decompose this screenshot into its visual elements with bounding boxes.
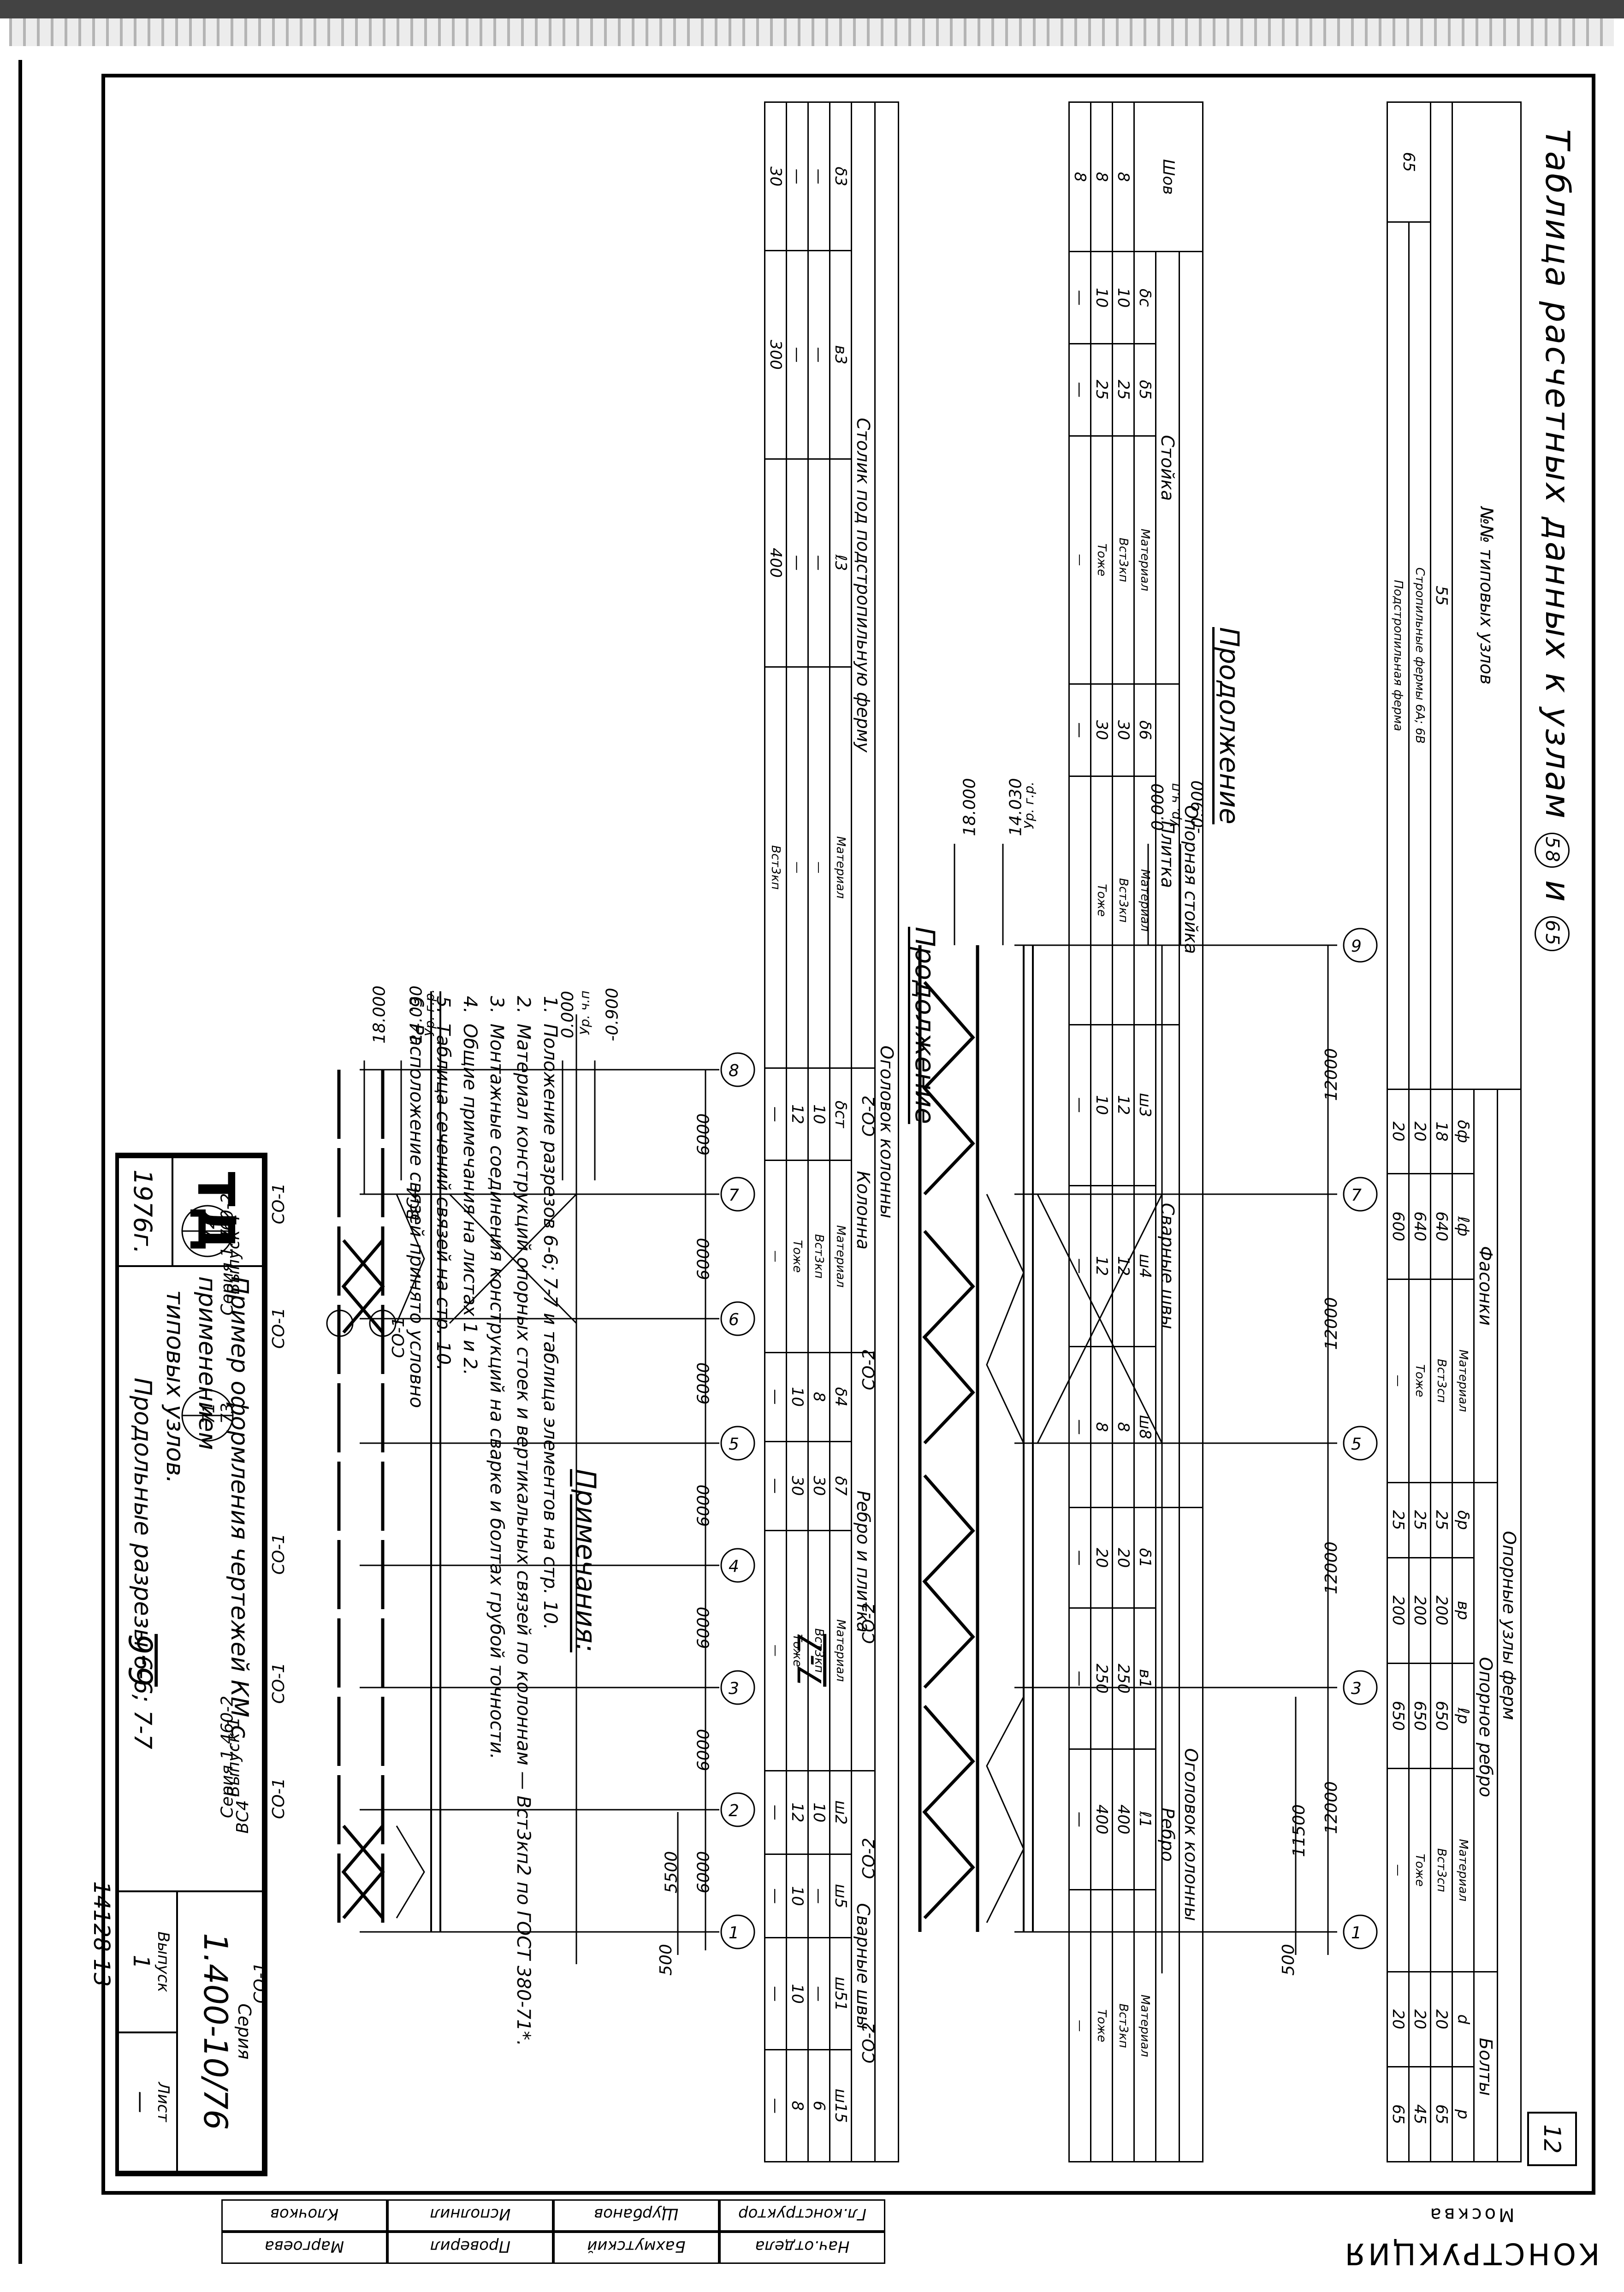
- scan-edge-noise: [9, 18, 1614, 46]
- span-dim: 6000: [694, 1238, 713, 1280]
- dim-11500: 11500: [1289, 1804, 1309, 1857]
- node-72: 72: [199, 1218, 219, 1240]
- axis-4: 4: [729, 1557, 739, 1576]
- label-co1: СО-1: [269, 1307, 289, 1349]
- section-77-title: 7-7: [791, 1634, 830, 1687]
- elev-0000-note: Ур. ч.п: [1167, 783, 1183, 828]
- scan-edge-strip: [0, 0, 1624, 55]
- corner-city: Москва: [1427, 2204, 1515, 2225]
- dim-500: 500: [656, 1944, 676, 1976]
- sheet-frame: [18, 60, 1608, 2264]
- corner-org: КОНСТРУКЦИЯ: [1342, 2236, 1600, 2270]
- label-co1: СО-1: [269, 1662, 289, 1704]
- elev-0000: 0.000: [1149, 783, 1168, 831]
- elev-14030-note: Ур. г.р.: [1021, 782, 1037, 829]
- node-73: 73: [218, 1403, 237, 1424]
- span-dim: 6000: [694, 1484, 713, 1527]
- elev-18000: 18.000: [960, 778, 979, 836]
- label-co1: СО-1: [269, 1777, 289, 1819]
- axis-5: 5: [729, 1435, 739, 1454]
- node-71: 71: [199, 1403, 219, 1424]
- signature-block: Клочков Исполнил Щурбанов Гл.конструктор…: [221, 2199, 1328, 2292]
- span-dim: 6000: [694, 1606, 713, 1649]
- label-co2: СО-2: [859, 1095, 879, 1137]
- label-co2: СО-2: [859, 2022, 879, 2064]
- axis-3: 3: [729, 1679, 739, 1698]
- label-co1: СО-1: [389, 1316, 409, 1358]
- elev-14030-note: Ур. г.р.: [421, 989, 437, 1036]
- span-dim: 6000: [694, 1851, 713, 1894]
- elev-minus-0900: -0.900: [1188, 780, 1208, 834]
- label-co2: СО-2: [859, 1349, 879, 1391]
- corner-stamp: Москва КОНСТРУКЦИЯ: [1337, 2167, 1614, 2287]
- axis-5: 5: [1351, 1435, 1362, 1454]
- section-66-axes: [360, 1069, 719, 1933]
- axis-1: 1: [729, 1924, 739, 1943]
- label-co1: СО-1: [269, 1183, 289, 1225]
- label-co1: СО-1: [251, 1962, 270, 2004]
- series-ref-1-line2: Выпуск 1: [224, 1717, 243, 1797]
- span-dim: 6000: [694, 1362, 713, 1405]
- label-co2: СО-2: [859, 1602, 879, 1644]
- node-73b: 73: [218, 1218, 237, 1240]
- span-dim: 12000: [1322, 1297, 1341, 1350]
- span-dim: 12000: [1322, 1781, 1341, 1834]
- axis-7: 7: [729, 1186, 739, 1205]
- label-co2: СО-2: [859, 1837, 879, 1879]
- axis-3: 3: [1351, 1679, 1362, 1698]
- dim-500: 500: [1279, 1944, 1298, 1976]
- axis-9: 9: [1351, 937, 1362, 956]
- elev-0000: 0.000: [558, 990, 578, 1039]
- axis-8: 8: [729, 1061, 739, 1080]
- elev-minus-0900: -0.900: [603, 988, 622, 1042]
- span-dim: 12000: [1322, 1541, 1341, 1594]
- scan-dark-bar: [0, 0, 1624, 18]
- label-bc4: ВС4: [233, 1800, 252, 1834]
- axis-2: 2: [729, 1801, 739, 1820]
- span-dim: 12000: [1322, 1048, 1341, 1101]
- elev-0000-note: Ур. ч.п: [577, 990, 593, 1035]
- elev-18000: 18.000: [370, 985, 389, 1044]
- axis-1: 1: [1351, 1924, 1362, 1943]
- label-bc4: ВС4: [403, 1187, 423, 1220]
- dim-5500: 5500: [662, 1851, 681, 1894]
- axis-6: 6: [729, 1310, 739, 1329]
- section-66-title: 6-6: [123, 1634, 161, 1687]
- span-dim: 6000: [694, 1729, 713, 1771]
- span-dim: 6000: [694, 1113, 713, 1156]
- label-co1: СО-1: [269, 1533, 289, 1575]
- axis-7: 7: [1351, 1186, 1362, 1205]
